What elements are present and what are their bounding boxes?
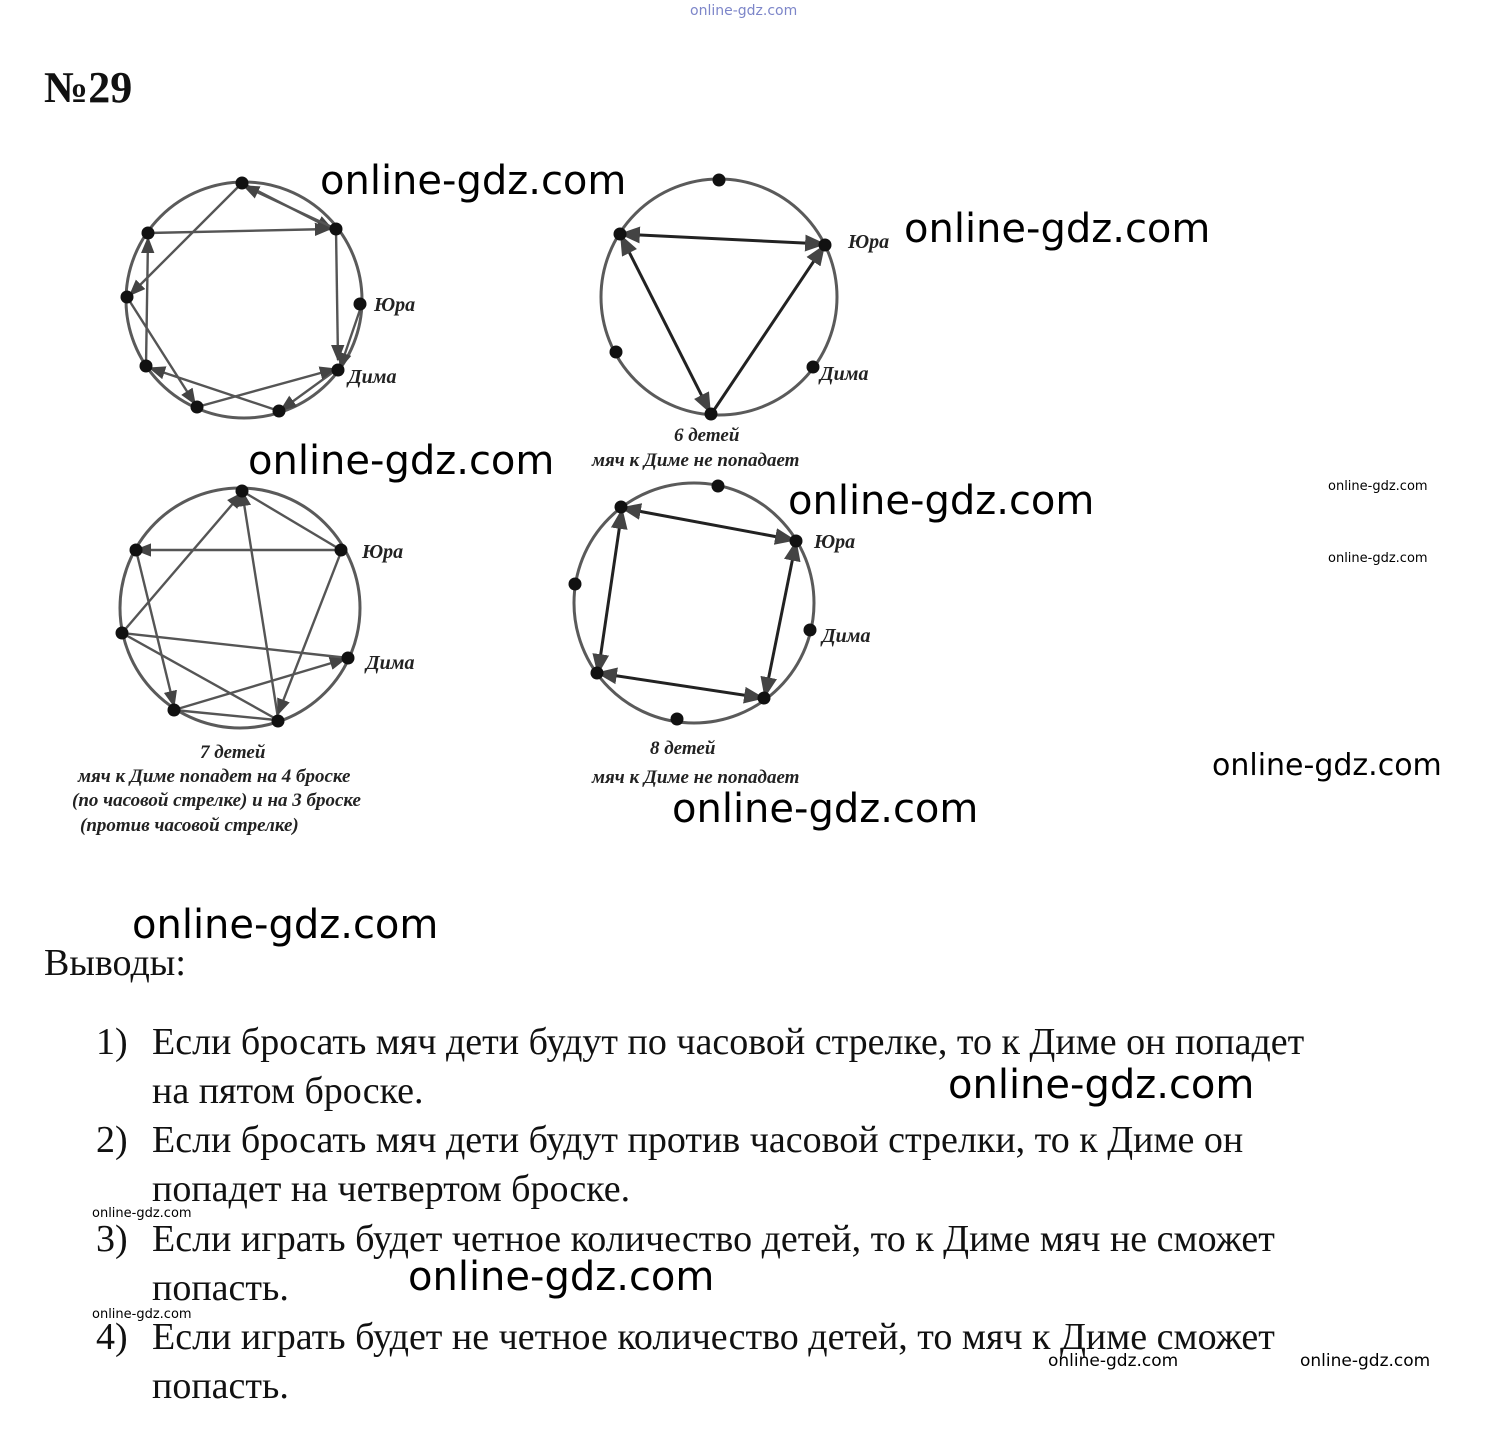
- watermark: online-gdz.com: [1048, 1351, 1179, 1371]
- diagram-six-children: Юра Дима 6 детей мяч к Диме не попадает: [591, 173, 889, 471]
- caption-line: мяч к Диме не попадает: [591, 450, 799, 471]
- children-dots-six: [609, 173, 832, 421]
- chords-eight: [592, 503, 801, 704]
- children-dots-nine: [120, 176, 367, 418]
- label-yura: Юра: [847, 231, 889, 253]
- caption-line: 8 детей: [650, 738, 715, 759]
- label-yura: Юра: [373, 294, 415, 316]
- label-dima: Дима: [346, 366, 397, 388]
- diagram-seven-children: Юра Дима 7 детей мяч к Диме попадет на 4…: [72, 484, 415, 836]
- watermark: online-gdz.com: [248, 438, 555, 484]
- caption-line: (по часовой стрелке) и на 3 броске: [72, 790, 361, 811]
- children-dots-seven: [115, 484, 355, 728]
- item-line: попасть.: [152, 1365, 289, 1407]
- watermark: online-gdz.com: [904, 206, 1211, 252]
- watermark: online-gdz.com: [788, 478, 1095, 524]
- top-site-watermark: online-gdz.com: [690, 3, 798, 19]
- caption-line: мяч к Диме попадет на 4 броске: [77, 766, 351, 787]
- caption-line: мяч к Диме не попадает: [591, 767, 799, 788]
- item-number: 3): [96, 1218, 128, 1260]
- label-dima: Дима: [820, 625, 871, 647]
- conclusions-title: Выводы:: [44, 942, 186, 984]
- item-line: на пятом броске.: [152, 1070, 424, 1112]
- item-number: 2): [96, 1119, 128, 1161]
- item-line: попасть.: [152, 1267, 289, 1309]
- item-number: 4): [96, 1316, 128, 1358]
- watermark: online-gdz.com: [672, 786, 979, 832]
- watermark: online-gdz.com: [320, 158, 627, 204]
- item-line: Если играть будет четное количество дете…: [152, 1218, 1275, 1260]
- watermark: online-gdz.com: [1328, 479, 1428, 494]
- chords-seven: [121, 489, 349, 722]
- watermark: online-gdz.com: [1300, 1351, 1431, 1371]
- diagram-eight-children: Юра Дима 8 детей мяч к Диме не попадает: [568, 479, 871, 788]
- caption-line: (против часовой стрелке): [80, 815, 299, 836]
- item-line: Если бросать мяч дети будут против часов…: [152, 1119, 1244, 1161]
- item-number: 1): [96, 1021, 128, 1063]
- label-dima: Дима: [364, 652, 415, 674]
- watermark: online-gdz.com: [132, 902, 439, 948]
- diagram-nine-children: Юра Дима: [120, 176, 415, 420]
- chords-nine: [125, 181, 364, 413]
- label-yura: Юра: [813, 531, 855, 553]
- caption-line: 6 детей: [674, 425, 739, 446]
- watermark: online-gdz.com: [92, 1307, 192, 1322]
- item-line: попадет на четвертом броске.: [152, 1168, 631, 1210]
- watermark: online-gdz.com: [408, 1254, 715, 1300]
- caption-line: 7 детей: [200, 742, 265, 763]
- label-yura: Юра: [361, 541, 403, 563]
- problem-number: №29: [44, 63, 133, 112]
- label-dima: Дима: [818, 363, 869, 385]
- watermark: online-gdz.com: [1212, 748, 1442, 783]
- diagrams-canvas: Юра Дима Юра Дима 6 детей мяч к Диме не …: [72, 173, 889, 836]
- watermark: online-gdz.com: [92, 1206, 192, 1221]
- children-dots-eight: [568, 479, 817, 726]
- item-line: Если играть будет не четное количество д…: [152, 1316, 1275, 1358]
- watermark: online-gdz.com: [948, 1062, 1255, 1108]
- watermark: online-gdz.com: [1328, 551, 1428, 566]
- item-line: Если бросать мяч дети будут по часовой с…: [152, 1021, 1305, 1063]
- chords-six: [618, 226, 827, 414]
